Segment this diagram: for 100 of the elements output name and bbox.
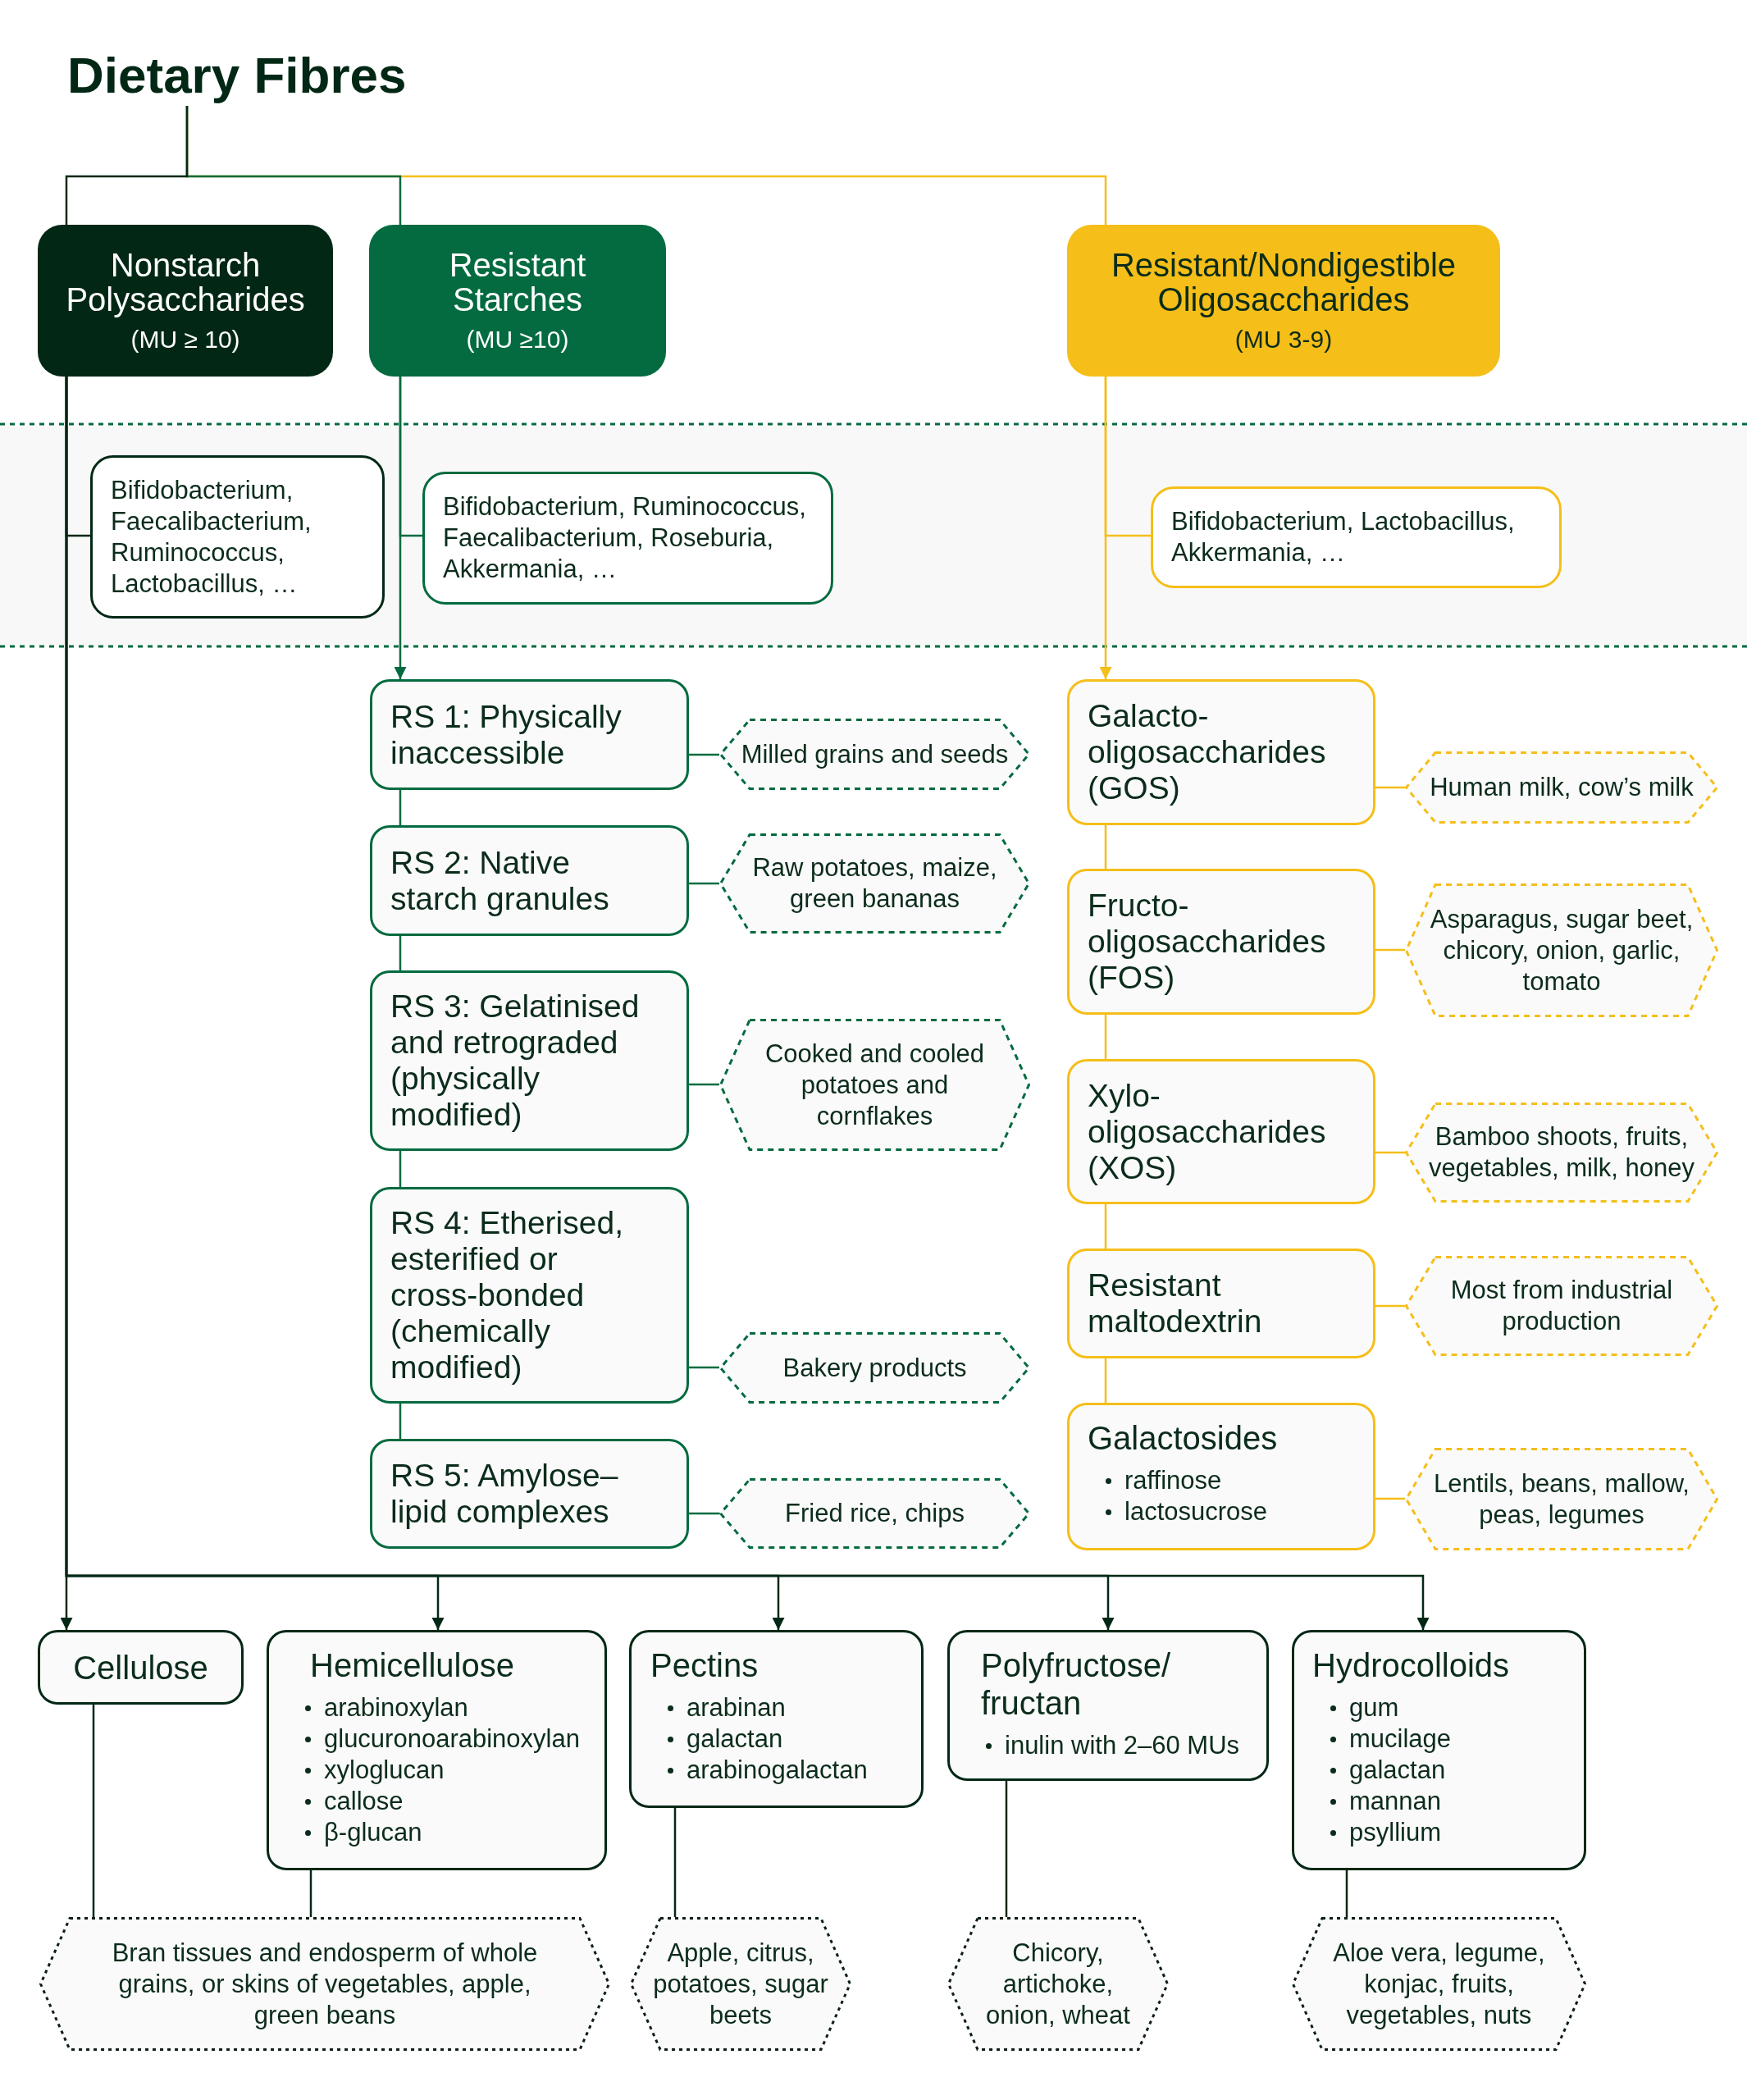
connector-line [399,1151,402,1187]
connector-line [1104,825,1107,869]
fibre-type-box [267,1630,607,1870]
connector-line [399,1404,402,1439]
food-sources-text: Asparagus, sugar beet, chicory, onion, garlic, tomato [1429,903,1695,998]
fibre-type-box [1292,1630,1586,1870]
category-box [1067,225,1500,377]
list-item: psyllium [1349,1817,1441,1848]
connector-line [1375,1151,1405,1154]
fibre-class-box [370,825,689,936]
box-title: RS 3: Gelatinised and retrograded (physically modified) [390,988,641,1133]
connector-line [309,1870,312,1917]
food-source-hexagon [947,1917,1169,2051]
box-title: Polyfructose/fructan [981,1646,1172,1722]
food-source-hexagon [719,1332,1030,1404]
food-source-hexagon [39,1917,610,2051]
list-item: arabinoxylan [324,1692,468,1723]
food-source-hexagon [719,1478,1030,1549]
box-title: RS 2: Native starch granules [390,844,610,917]
fibre-class-box [1067,679,1375,825]
food-sources-text: Chicory, artichoke, onion, wheat [985,1937,1131,2031]
food-source-hexagon [719,1019,1030,1151]
box-title: Fructo-oligosaccharides (FOS) [1088,888,1327,996]
connector-line [689,882,719,885]
box-title: Cellulose [73,1649,208,1686]
connector-line [1345,1870,1348,1917]
box-title: RS 1: Physically inaccessible [390,698,623,771]
connector-line [399,377,422,537]
box-title: Resistant maltodextrin [1088,1267,1263,1340]
connector-line [92,1705,95,1917]
connector-line [1375,1304,1405,1308]
food-source-hexagon [719,833,1030,934]
list-item: lactosucrose [1124,1496,1268,1527]
connector-line [689,753,719,756]
category-title: Resistant/Nondigestible Oligosaccharides [1110,247,1457,317]
connector-line [689,1083,719,1086]
list-item: mucilage [1349,1723,1452,1755]
list-item: arabinan [686,1692,786,1723]
box-title: Hydrocolloids [1312,1646,1511,1684]
list-item: galactan [686,1723,783,1755]
food-source-hexagon [719,719,1030,790]
food-sources-text: Lentils, beans, mallow, peas, legumes [1433,1468,1690,1531]
category-box [369,225,666,377]
fibre-class-box [370,679,689,790]
food-sources-text: Bran tissues and endosperm of whole grains, or skins of vegetables, apple, green beans [111,1937,539,2031]
connector-line [689,1366,719,1369]
bacteria-box [422,472,833,605]
connector-line [1104,1358,1107,1403]
connector-line [689,1512,719,1515]
food-source-hexagon [1405,1448,1718,1550]
unit-range-text: (MU 3-9) [1234,324,1333,354]
food-source-hexagon [1405,751,1718,824]
food-sources-text: Apple, citrus, potatoes, sugar beets [652,1937,829,2031]
box-title: Galactosides [1088,1419,1279,1457]
connector-line [1375,948,1405,952]
food-source-hexagon [630,1917,851,2051]
list-item: gum [1349,1692,1399,1723]
bacteria-box [1151,486,1562,588]
category-box [38,225,333,377]
list-item: callose [324,1786,404,1817]
food-sources-text: Human milk, cow’s milk [1430,772,1694,803]
fibre-class-box [370,1439,689,1549]
list-item: arabinogalactan [686,1755,868,1786]
list-item: β-glucan [324,1817,422,1848]
list-item: mannan [1349,1786,1442,1817]
food-source-hexagon [1405,1256,1718,1356]
fibre-type-box [947,1630,1269,1781]
box-title: RS 4: Etherised, esterified or cross-bonded (chemically modified) [390,1205,624,1386]
connector-line [1375,786,1405,789]
connector-line [1375,1497,1405,1500]
fibre-type-box [38,1630,244,1705]
fibre-class-box [1067,869,1375,1015]
box-title: Xylo-oligosaccharides (XOS) [1088,1077,1327,1186]
food-sources-text: Raw potatoes, maize, green bananas [751,852,998,915]
fibre-type-box [1067,1403,1375,1550]
title-heading: Dietary Fibres [67,45,407,106]
bacteria-box [90,455,385,619]
list-item: inulin with 2–60 MUs [1005,1730,1240,1761]
connector-line [399,790,402,825]
fibre-class-box [370,970,689,1151]
connector-line [65,106,189,225]
connector-line [65,377,90,537]
food-sources-text: Cooked and cooled potatoes and cornflakes [764,1038,986,1132]
fibre-class-box [370,1187,689,1404]
food-source-hexagon [1405,883,1718,1017]
unit-range-text: (MU ≥ 10) [130,324,240,354]
list-item: raffinose [1124,1465,1222,1496]
list-item: xyloglucan [324,1755,445,1786]
fibre-class-box [1067,1249,1375,1358]
box-title: RS 5: Amylose–lipid complexes [390,1458,619,1530]
food-source-hexagon [1292,1917,1586,2051]
connector-line [1005,1781,1008,1917]
connector-line [673,1808,677,1917]
unit-range-text: (MU ≥10) [466,324,569,354]
food-source-hexagon [1405,1102,1718,1203]
food-sources-text: Fried rice, chips [785,1498,965,1529]
connector-line [1104,1015,1107,1059]
bacteria-names: Bifidobacterium, Ruminococcus, Faecalibacterium, Roseburia, Akkermania, … [443,491,807,585]
list-item: glucuronoarabinoxylan [324,1723,580,1755]
food-sources-text: Bamboo shoots, fruits, vegetables, milk, honey [1428,1121,1695,1184]
